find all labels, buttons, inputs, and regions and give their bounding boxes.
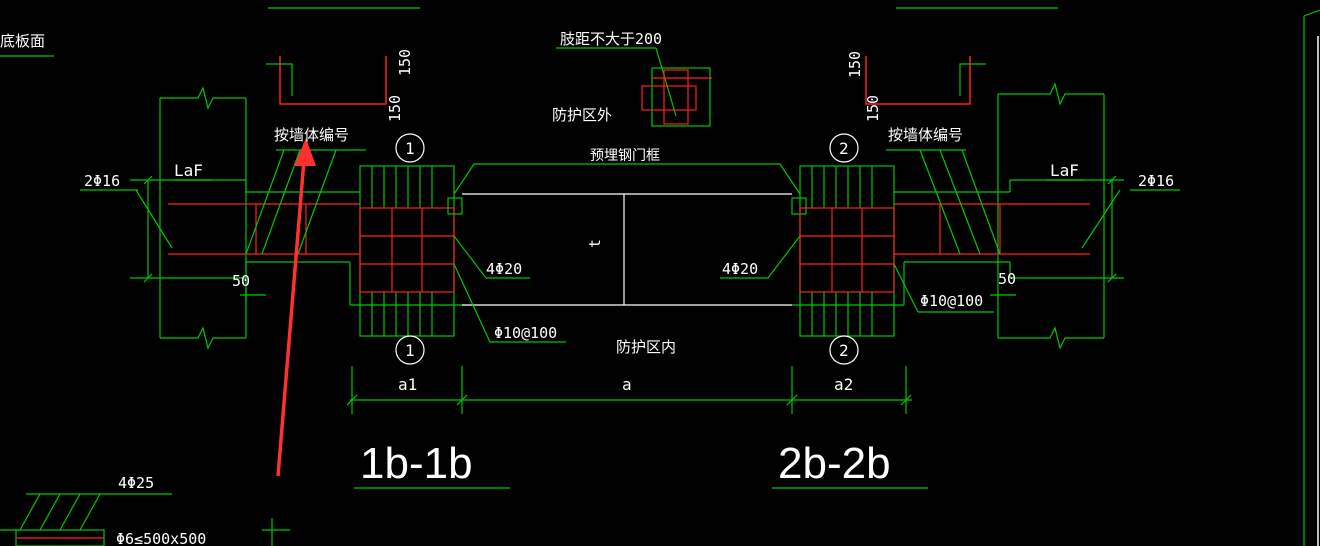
label-stirrup-right: Φ10@100 [920, 292, 983, 310]
right-bracket-150 [865, 56, 971, 105]
dim-a2: a2 [834, 375, 853, 394]
dim-a1: a1 [398, 375, 417, 394]
label-wall-number-right: 按墙体编号 [888, 126, 963, 144]
label-laf-left: LaF [174, 161, 203, 180]
label-embedded-frame: 预埋钢门框 [590, 148, 660, 164]
dim-a: a [622, 375, 632, 394]
door-opening [462, 193, 792, 306]
bottom-left-detail [0, 493, 290, 546]
section-2-bottom: 2 [839, 341, 849, 360]
label-bars-left: 2Φ16 [84, 172, 120, 190]
section-2-top: 2 [839, 139, 849, 158]
embedded-frame [447, 163, 807, 215]
label-protection-outside: 防护区外 [552, 106, 612, 124]
left-bracket-150 [279, 56, 387, 105]
title-1b-1b: 1b-1b [360, 439, 473, 488]
label-bars-right: 2Φ16 [1138, 172, 1174, 190]
right-wall-rebar [894, 203, 1090, 255]
label-4phi25: 4Φ25 [118, 474, 154, 492]
drawing-frame-fragments [0, 7, 1320, 546]
label-4phi20-left: 4Φ20 [486, 260, 522, 278]
label-protection-inside: 防护区内 [616, 338, 676, 356]
right-wall-outline [792, 82, 1124, 350]
section-markers [395, 133, 859, 365]
leader-lines [80, 179, 1180, 343]
label-stirrup-left: Φ10@100 [494, 324, 557, 342]
title-2b-2b: 2b-2b [778, 439, 891, 488]
right-column-rebar [799, 207, 895, 293]
dim-150-a: 150 [396, 49, 414, 76]
dimension-line [346, 366, 912, 414]
dim-150-b: 150 [386, 95, 404, 122]
label-wall-number-left: 按墙体编号 [274, 126, 349, 144]
dim-50-left: 50 [232, 272, 250, 290]
left-column-rebar [359, 207, 455, 293]
label-spacing-max: 肢距不大于200 [560, 30, 662, 48]
left-wall-hatch [135, 149, 366, 255]
label-4phi20-right: 4Φ20 [722, 260, 758, 278]
annotation-arrow [276, 138, 316, 477]
label-base-plate-surface: 底板面 [0, 32, 45, 50]
section-1-top: 1 [405, 139, 415, 158]
spacing-detail [556, 47, 712, 127]
dim-150-c: 150 [846, 51, 864, 78]
right-wall-hatch [886, 149, 1121, 255]
label-laf-right: LaF [1050, 161, 1079, 180]
left-bracket-150-green [266, 63, 293, 96]
section-1-bottom: 1 [405, 341, 415, 360]
label-stirrup-bottom: Φ6≤500x500 [116, 530, 206, 546]
right-bracket-150-green [959, 63, 986, 96]
dim-150-d: 150 [864, 95, 882, 122]
dim-50-right: 50 [998, 270, 1016, 288]
label-thickness-t: t [586, 239, 604, 248]
